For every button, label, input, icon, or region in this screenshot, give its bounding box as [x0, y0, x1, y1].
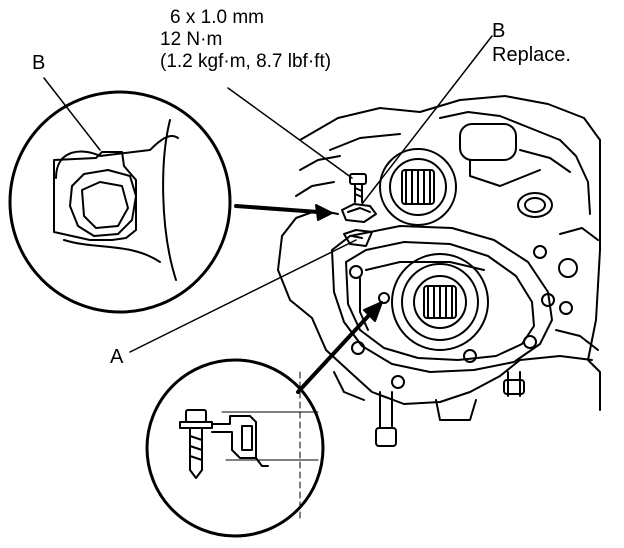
bolt-size-label: 6 x 1.0 mm [170, 7, 264, 28]
replace-note: Replace. [492, 44, 571, 66]
detail-circle-bracket [145, 358, 325, 538]
leader-lines [43, 35, 493, 353]
callout-b-label: B [492, 20, 506, 42]
detail-circle-lock-tab [8, 90, 232, 314]
detail-arrows [234, 204, 383, 394]
callout-a-label: A [110, 346, 124, 368]
callout-b-detail-label: B [32, 52, 46, 74]
bracket-a [343, 229, 373, 247]
torque-nm-label: 12 N·m [160, 29, 223, 50]
bolt-6x1mm [349, 173, 367, 203]
transmission-case [277, 95, 601, 447]
lock-tab-b [341, 203, 377, 223]
torque-alt-label: (1.2 kgf·m, 8.7 lbf·ft) [160, 51, 332, 72]
